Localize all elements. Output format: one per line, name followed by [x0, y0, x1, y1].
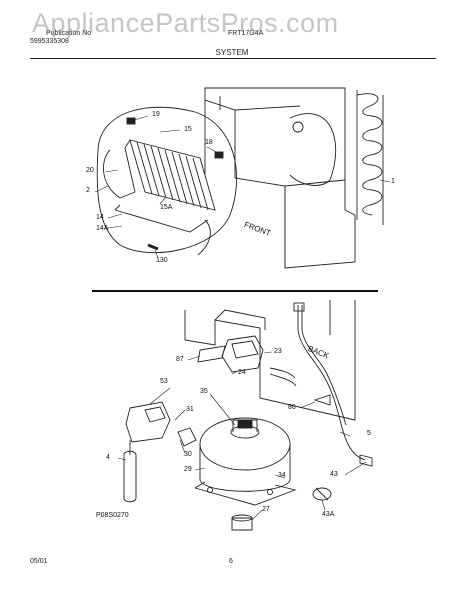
callout-86: 86: [288, 404, 296, 411]
header-rule: [30, 58, 436, 59]
callout-23: 23: [274, 348, 282, 355]
callout-14A: 14A: [96, 225, 109, 232]
callout-27: 27: [262, 506, 270, 513]
callout-1: 1: [391, 178, 395, 185]
callout-19: 19: [152, 111, 160, 118]
compressor: [177, 417, 297, 506]
callout-34: 34: [278, 472, 286, 479]
callout-87: 87: [176, 356, 184, 363]
callout-5: 5: [367, 430, 371, 437]
model-number: FRT17G4A: [228, 30, 264, 37]
callout-15: 15: [184, 126, 192, 133]
callout-30: 30: [184, 451, 192, 458]
grommet: [231, 514, 253, 531]
evaporator: [103, 117, 224, 256]
footer-page: 6: [229, 558, 233, 565]
callout-18: 18: [205, 139, 213, 146]
leaders-bottom: [117, 351, 367, 521]
relay-overload: [197, 335, 264, 373]
callout-2: 2: [86, 187, 90, 194]
callout-15A: 15A: [160, 204, 173, 211]
site-watermark: AppliancePartsPros.com: [32, 8, 339, 38]
section-divider: [92, 290, 378, 292]
leaders-top: [94, 115, 391, 259]
callout-35: 35: [200, 388, 208, 395]
start-relay: [125, 401, 171, 443]
callout-24: 24: [238, 369, 246, 376]
footer-date: 05/01: [30, 558, 48, 565]
wire-harness: [269, 302, 373, 467]
callout-14: 14: [96, 214, 104, 221]
callout-29: 29: [184, 466, 192, 473]
detail-circle: [96, 106, 237, 254]
drier: [123, 440, 137, 503]
callout-43A: 43A: [322, 511, 335, 518]
cabinet-outline: [204, 87, 356, 269]
callout-43: 43: [330, 471, 338, 478]
callout-130: 130: [156, 257, 168, 264]
callout-20: 20: [86, 167, 94, 174]
drawing-code: P08S0270: [96, 512, 129, 519]
section-title: SYSTEM: [215, 48, 249, 57]
publication-label: Publication No: [46, 30, 92, 37]
callout-31: 31: [186, 406, 194, 413]
publication-number: 5995335308: [30, 38, 69, 45]
clamp: [312, 487, 332, 501]
condenser-coil-right: [356, 90, 384, 225]
callout-53: 53: [160, 378, 168, 385]
callout-4: 4: [106, 454, 110, 461]
